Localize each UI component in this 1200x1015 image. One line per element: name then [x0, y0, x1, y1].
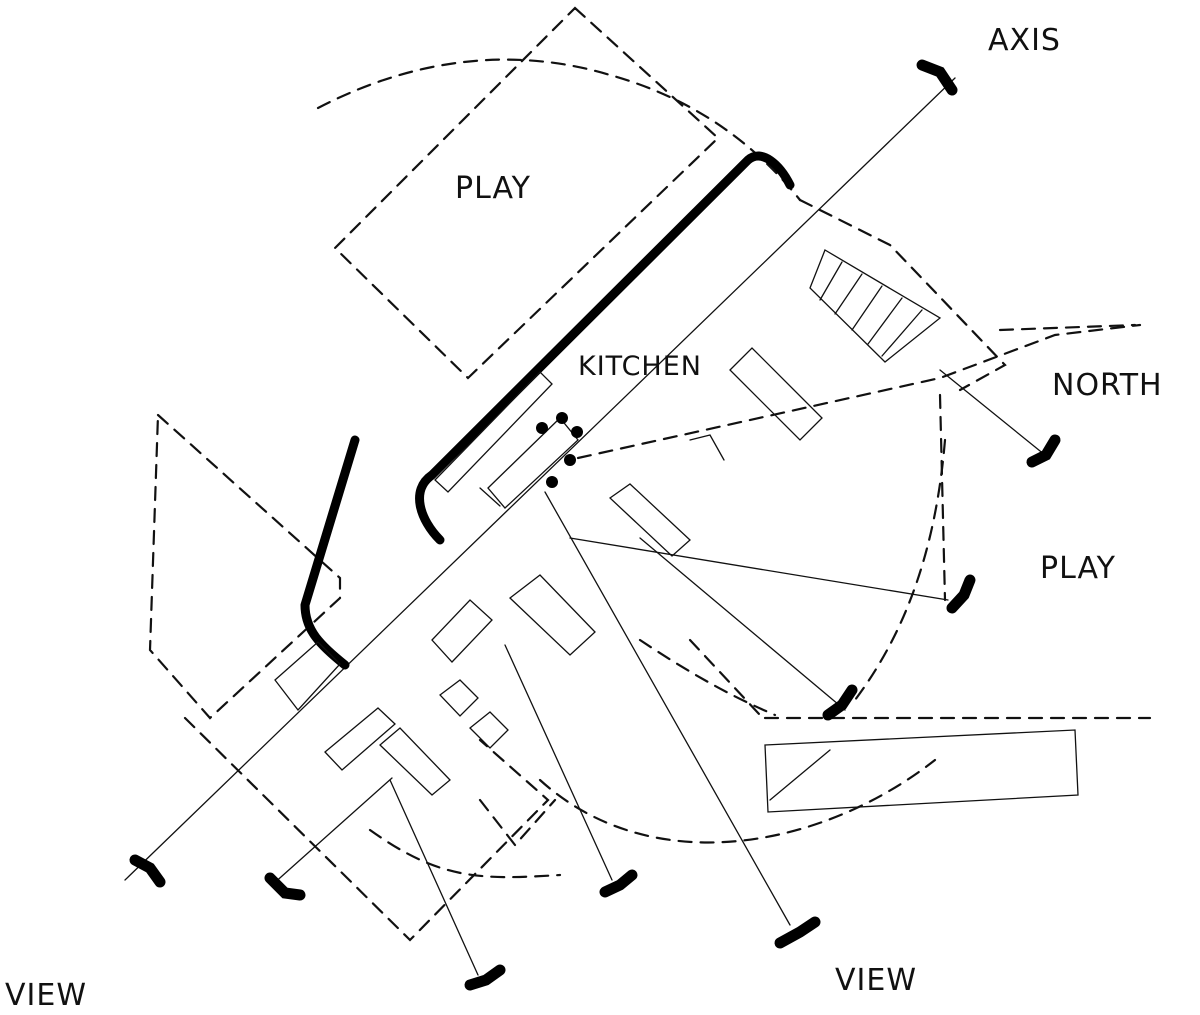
- label-play-right: PLAY: [1040, 551, 1116, 586]
- labels: AXIS PLAY KITCHEN NORTH PLAY VIEW VIEW: [5, 23, 1163, 1013]
- furniture: [274, 347, 1079, 813]
- label-axis: AXIS: [988, 23, 1061, 58]
- hob-burners: [536, 412, 583, 488]
- view-lines: [264, 369, 1061, 991]
- label-view-left: VIEW: [5, 978, 87, 1013]
- label-view-right: VIEW: [835, 963, 917, 998]
- kitchen-counters: [434, 371, 583, 509]
- north-line: [576, 323, 1142, 602]
- dashed-zone-left: [148, 412, 342, 720]
- play-zone-top: [316, 6, 802, 380]
- play-zone-right: [538, 438, 1152, 844]
- dashed-zone-bottom: [183, 716, 562, 942]
- main-axis: [124, 59, 958, 888]
- stair: [798, 198, 1007, 392]
- label-kitchen: KITCHEN: [578, 351, 702, 382]
- wall-long: [415, 151, 795, 545]
- wall-short: [300, 435, 360, 670]
- label-play-top: PLAY: [455, 171, 531, 206]
- walls: [300, 151, 795, 670]
- label-north: NORTH: [1052, 368, 1163, 403]
